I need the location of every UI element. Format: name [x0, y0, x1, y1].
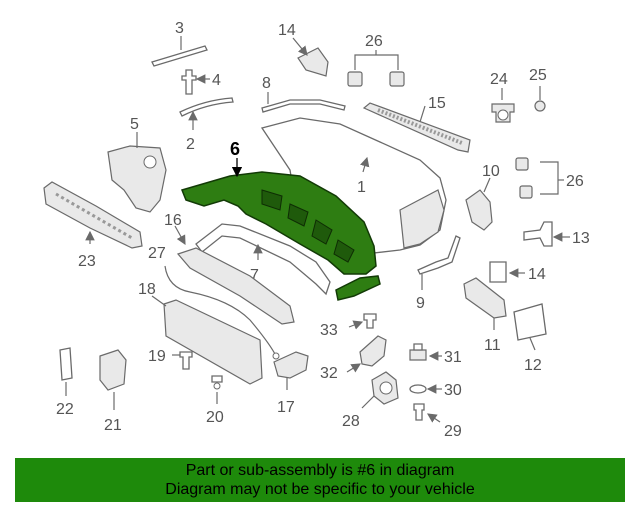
- part-22-cover: 22: [56, 347, 74, 418]
- info-banner: Part or sub-assembly is #6 in diagram Di…: [15, 458, 625, 502]
- callout-9: 9: [416, 295, 425, 312]
- part-26-clips-top: 26: [347, 33, 405, 87]
- part-16-bracket: 16: [164, 212, 295, 325]
- part-10-bracket: 10: [465, 163, 500, 231]
- part-19-screw: 19: [148, 348, 193, 370]
- callout-33: 33: [320, 322, 338, 339]
- part-11-bracket: 11: [463, 277, 507, 354]
- part-14-bracket-top: 14: [278, 22, 329, 77]
- part-30-washer: 30: [409, 382, 462, 399]
- callout-26-top: 26: [365, 33, 383, 50]
- part-24-sensor: 24: [490, 71, 515, 123]
- callout-26-right: 26: [566, 173, 584, 190]
- part-7-trim: 7: [195, 223, 331, 296]
- parts-diagram: 3 4 2 14 26 8 15: [43, 20, 590, 440]
- callout-15: 15: [428, 95, 446, 112]
- callout-1: 1: [357, 179, 366, 196]
- callout-20: 20: [206, 409, 224, 426]
- callout-27: 27: [148, 245, 166, 262]
- callout-12: 12: [524, 357, 542, 374]
- callout-7: 7: [250, 267, 259, 284]
- callout-8: 8: [262, 75, 271, 92]
- callout-18: 18: [138, 281, 156, 298]
- part-20-clip: 20: [206, 375, 224, 426]
- part-33-plug: 33: [320, 313, 377, 339]
- callout-23: 23: [78, 253, 96, 270]
- callout-29: 29: [444, 423, 462, 440]
- part-27-wire: 27: [148, 245, 280, 360]
- callout-14-right: 14: [528, 266, 546, 283]
- part-31-sensor: 31: [409, 343, 462, 366]
- part-26-clips-right: 26: [515, 157, 584, 199]
- callout-31: 31: [444, 349, 462, 366]
- part-8-strip: 8: [261, 75, 346, 113]
- callout-19: 19: [148, 348, 166, 365]
- part-4-clip: 4: [181, 69, 221, 95]
- part-3-strip: 3: [151, 20, 208, 67]
- part-9-strip: 9: [416, 235, 461, 312]
- callout-11: 11: [484, 337, 501, 354]
- callout-10: 10: [482, 163, 500, 180]
- part-14-bracket-right: 14: [489, 261, 546, 283]
- callout-2: 2: [186, 136, 195, 153]
- part-6-highlighted: 6: [180, 139, 381, 301]
- part-29-bolt: 29: [413, 403, 462, 440]
- part-2-trim: 2: [179, 97, 234, 153]
- callout-5: 5: [130, 116, 139, 133]
- callout-13: 13: [572, 230, 590, 247]
- part-21-bracket: 21: [99, 349, 127, 434]
- callout-32: 32: [320, 365, 338, 382]
- part-12-cover: 12: [513, 303, 547, 374]
- callout-21: 21: [104, 417, 122, 434]
- part-28-housing: 28: [342, 371, 399, 430]
- part-25-grommet: 25: [529, 67, 547, 112]
- callout-28: 28: [342, 413, 360, 430]
- part-18-bar: 18: [138, 281, 263, 385]
- part-17-bracket: 17: [273, 351, 309, 416]
- callout-17: 17: [277, 399, 295, 416]
- callout-4: 4: [212, 72, 221, 89]
- callout-30: 30: [444, 382, 462, 399]
- part-23-absorber: 23: [43, 181, 143, 270]
- part-5-bracket: 5: [107, 116, 167, 213]
- callout-22: 22: [56, 401, 74, 418]
- callout-25: 25: [529, 67, 547, 84]
- part-15-step-plate: 15: [362, 95, 471, 153]
- callout-3: 3: [175, 20, 184, 37]
- callout-14-top: 14: [278, 22, 296, 39]
- banner-line-1: Part or sub-assembly is #6 in diagram: [185, 462, 455, 479]
- callout-6: 6: [230, 139, 240, 159]
- banner-line-2: Diagram may not be specific to your vehi…: [165, 481, 475, 498]
- callout-16: 16: [164, 212, 182, 229]
- part-13-clip: 13: [523, 221, 590, 247]
- callout-24: 24: [490, 71, 508, 88]
- part-32-bracket: 32: [320, 335, 387, 382]
